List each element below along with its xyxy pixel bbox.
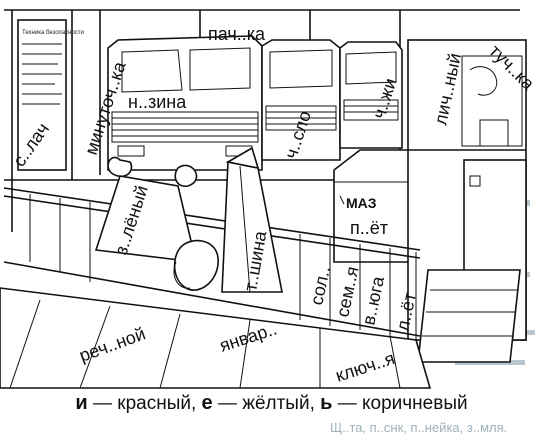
word-vyuga: в..юга xyxy=(358,274,388,327)
railing xyxy=(3,187,421,340)
bleed-through-text: Щ..та, п..снк, п..нейка, з..мля. xyxy=(330,420,508,435)
maz-truck-body: МАЗ xyxy=(333,149,411,263)
helmet-glasses xyxy=(173,239,219,291)
maz-logo: МАЗ xyxy=(346,195,377,211)
color-legend: и — красный, е — жёлтый, ь — коричневый xyxy=(0,392,543,420)
safety-sign: Техника безопасности xyxy=(17,19,84,171)
legend-color-i: — красный, xyxy=(92,393,197,414)
legend-color-e: — жёлтый, xyxy=(217,393,315,414)
legend-key-i: и xyxy=(75,392,88,414)
pencil xyxy=(221,146,283,293)
stairs xyxy=(417,269,521,363)
safety-sign-title: Техника безопасности xyxy=(22,30,84,36)
word-nzina: н..зина xyxy=(128,92,187,112)
legend-color-soft-sign: — коричневый xyxy=(337,393,468,414)
truck-cab-back xyxy=(339,41,403,149)
truck-cab-front xyxy=(107,35,263,171)
floor xyxy=(0,287,432,389)
word-pachka: пач..ка xyxy=(208,24,266,44)
word-pyot: п..ёт xyxy=(350,218,388,238)
legend-key-e: е xyxy=(201,392,213,414)
word-semya: сем..я xyxy=(332,265,362,319)
legend-key-soft-sign: ь xyxy=(320,392,333,414)
